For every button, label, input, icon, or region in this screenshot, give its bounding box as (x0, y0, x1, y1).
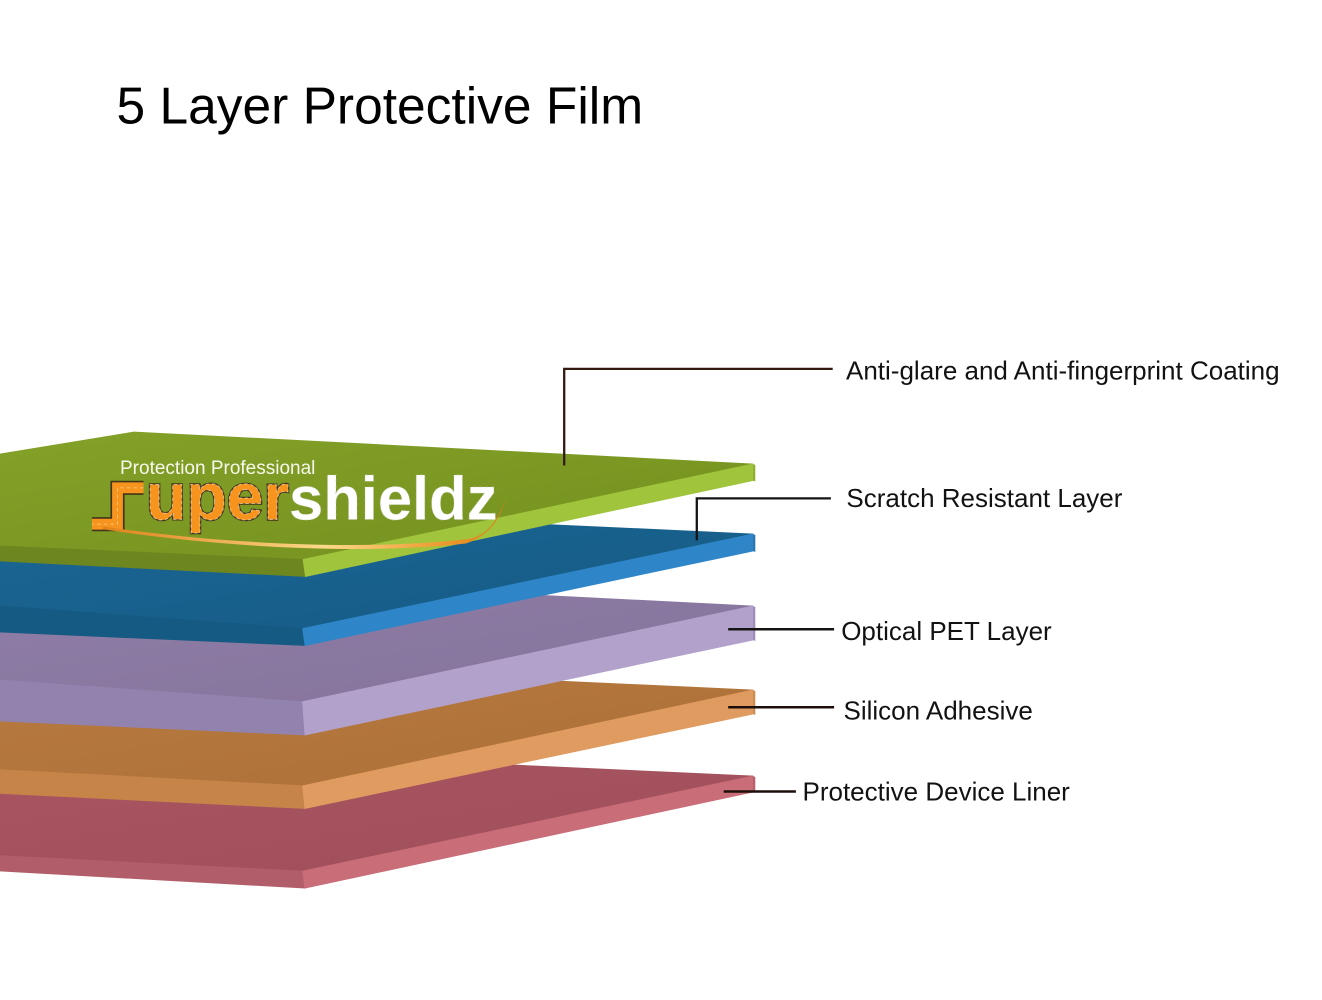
logo-esh-stitch (92, 487, 144, 525)
logo-brand-shieldz-stitch: shieldz (289, 465, 497, 534)
anti-glare-coating-callout-line (563, 367, 833, 466)
silicon-adhesive-tip-edge-face (753, 690, 756, 715)
callout-lines-group (563, 367, 835, 793)
logo-brand-super-outline: uper (146, 460, 289, 534)
label-anti-glare-coating: Anti-glare and Anti-fingerprint Coating (846, 356, 1280, 386)
anti-glare-coating-tip-edge-face (753, 464, 756, 482)
optical-pet-layer-tip-edge-face (753, 606, 756, 641)
label-optical-pet-layer: Optical PET Layer (841, 616, 1052, 646)
scratch-resistant-layer-callout-line (695, 497, 831, 541)
logo-tagline: Protection Professional (120, 458, 315, 479)
page-title: 5 Layer Protective Film (117, 77, 644, 135)
protective-device-liner-tip-edge-face (753, 776, 756, 793)
label-silicon-adhesive: Silicon Adhesive (844, 696, 1033, 726)
label-scratch-resistant-layer: Scratch Resistant Layer (846, 483, 1122, 513)
scratch-resistant-layer-tip-edge-face (753, 534, 756, 552)
logo-group: Protection Professional uper uper shield… (92, 458, 506, 549)
label-protective-device-liner: Protective Device Liner (803, 777, 1071, 807)
logo-brand-super-stitch: uper (146, 460, 289, 534)
logo-brand-shieldz: shieldz (289, 465, 497, 534)
